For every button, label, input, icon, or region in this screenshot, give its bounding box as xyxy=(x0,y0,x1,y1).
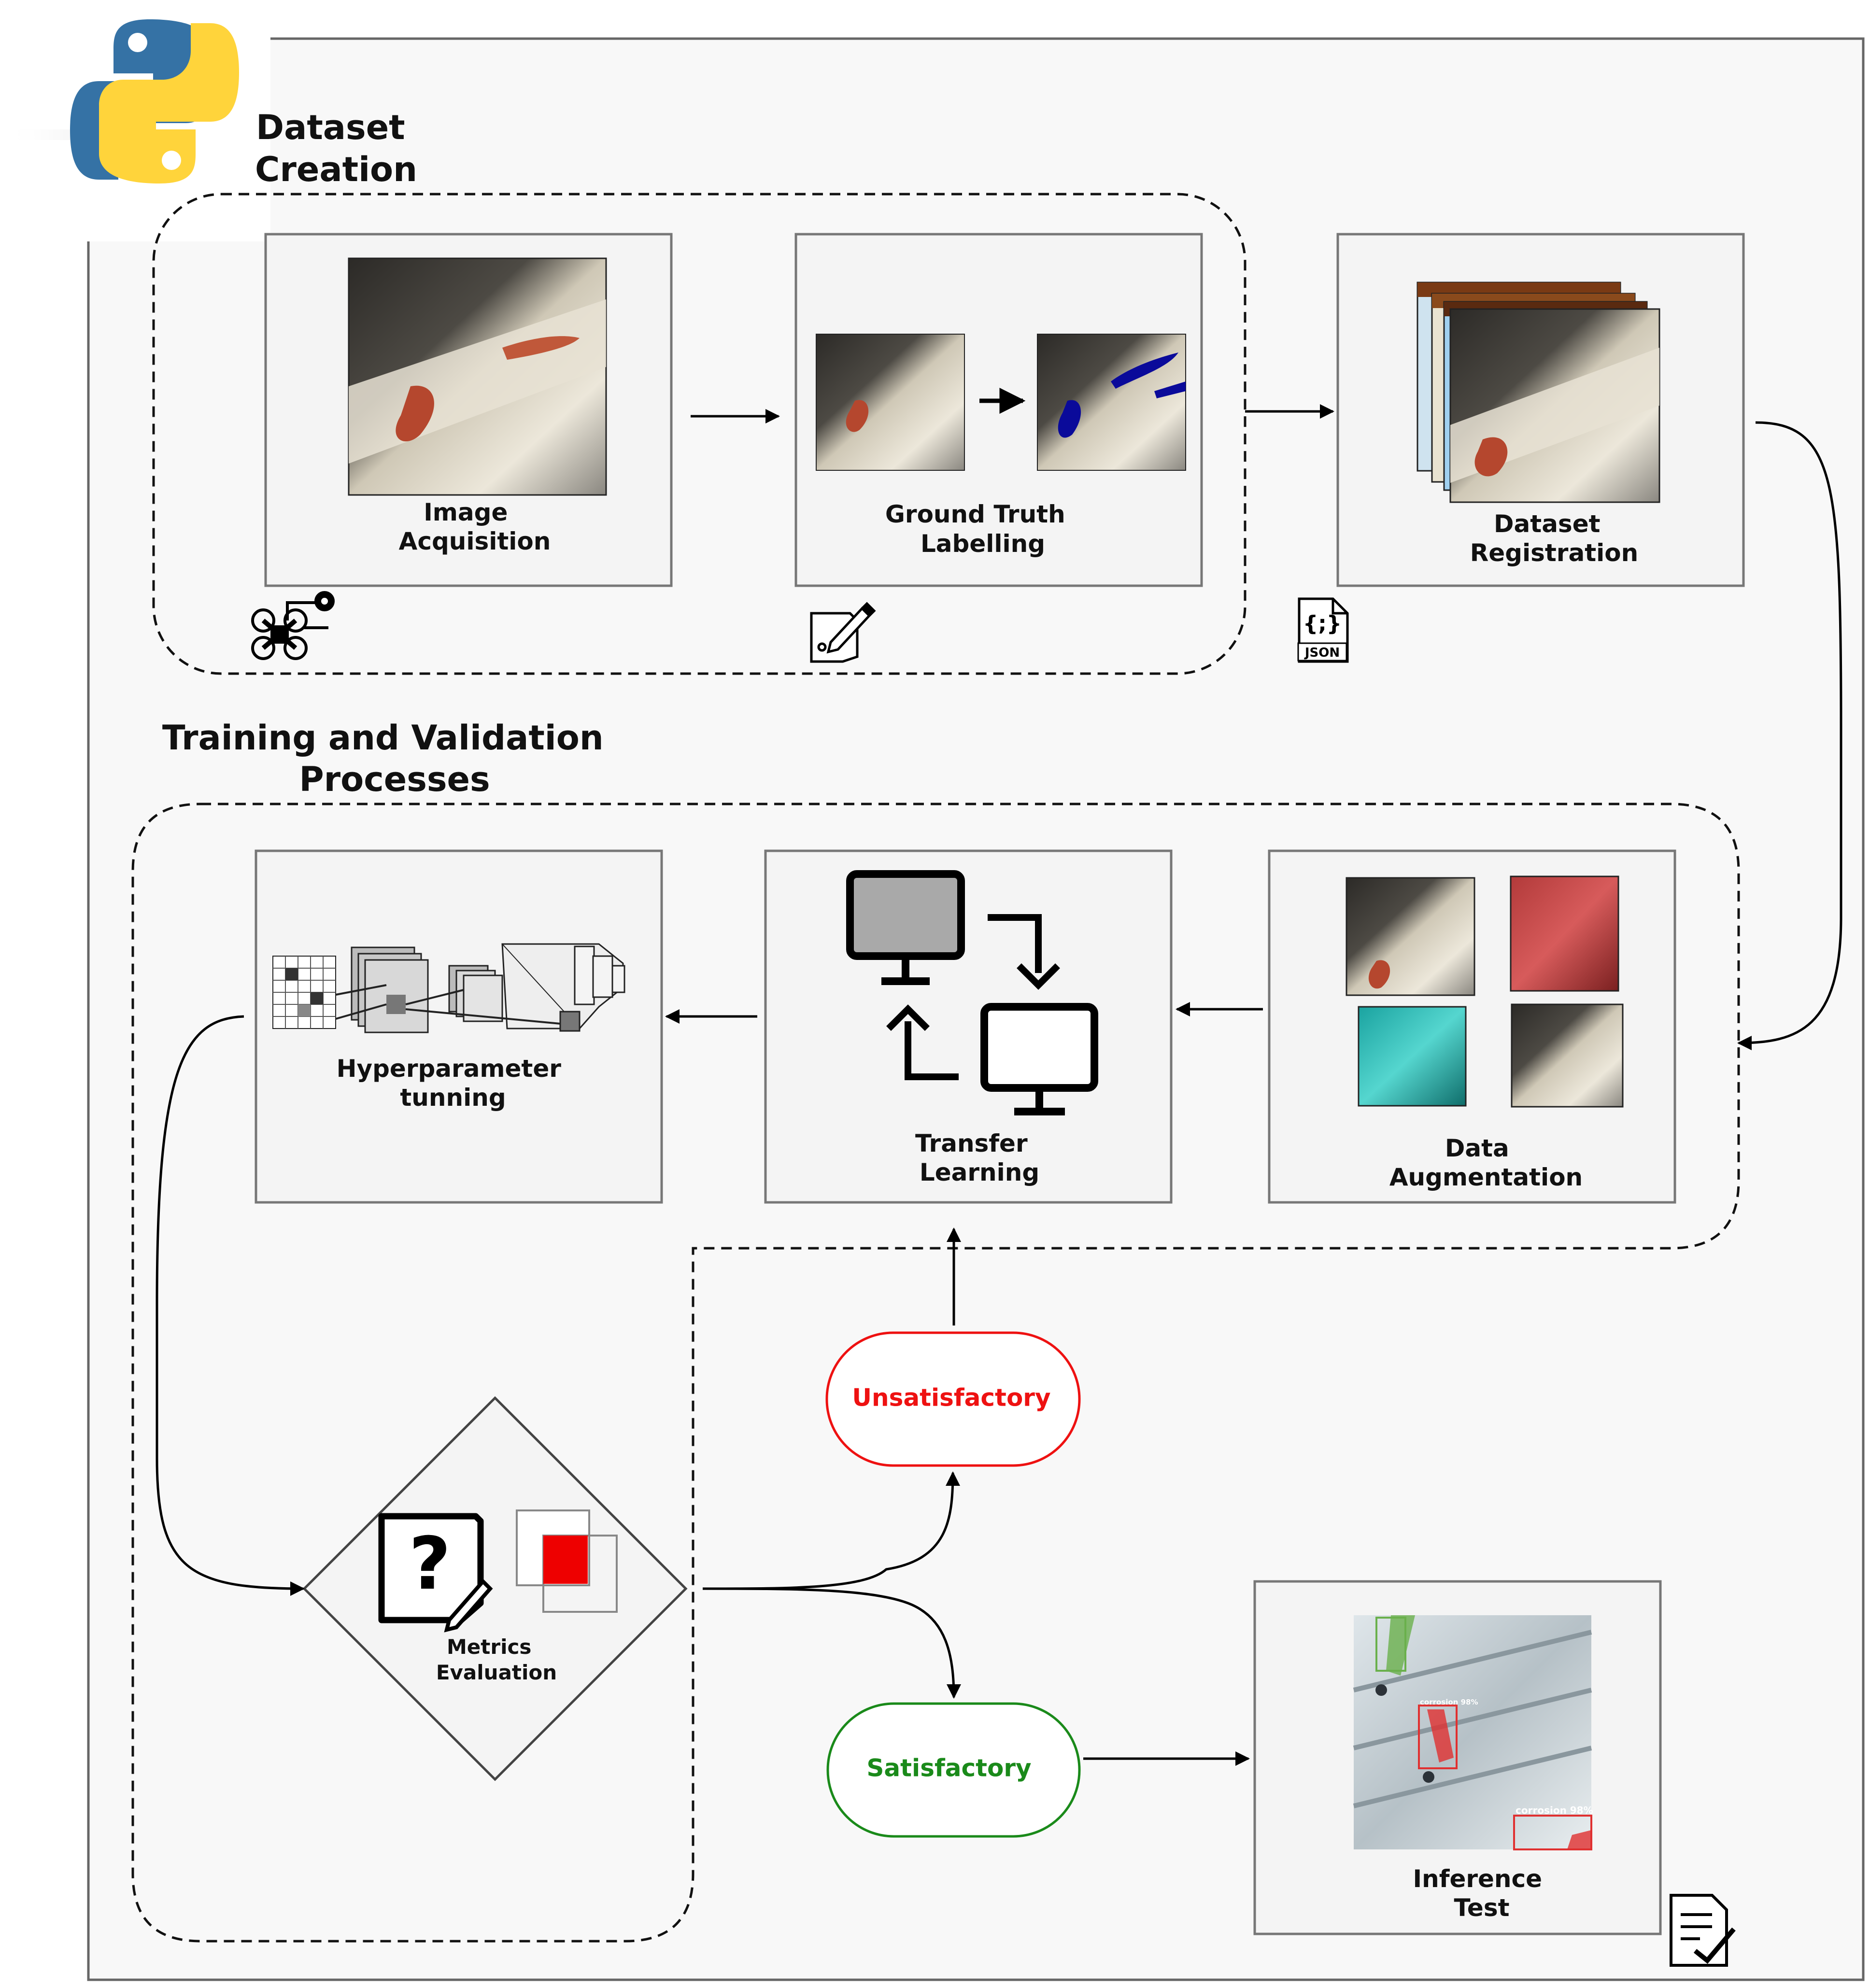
svg-text:?: ? xyxy=(409,1522,451,1606)
augmented-red xyxy=(1510,875,1619,992)
data-augmentation-panel: Data Augmentation xyxy=(1268,849,1676,1204)
svg-text:Dataset Registration: Dataset Registration xyxy=(1470,510,1638,567)
hyperparameter-panel: Hyperparameter tunning xyxy=(255,849,663,1204)
monitor-icon xyxy=(980,1003,1098,1115)
svg-text:{;}: {;} xyxy=(1303,611,1342,636)
connectors xyxy=(156,404,1842,1766)
transfer-arrow-down xyxy=(988,914,1042,973)
monitor-icon xyxy=(846,870,965,985)
drone-icon xyxy=(251,591,335,660)
dataset-creation-group xyxy=(152,193,1247,675)
unsatisfactory-node: Unsatisfactory xyxy=(825,1331,1081,1467)
dataset-creation-title: Dataset Creation xyxy=(255,108,417,189)
gt-source-image xyxy=(816,334,965,471)
inference-detection-label: corrosion 98% xyxy=(1516,1805,1593,1816)
augmented-teal xyxy=(1358,1006,1467,1107)
svg-text:Hyperparameter tunning: Hyperparameter tunning xyxy=(337,1055,570,1112)
transfer-arrow-up xyxy=(905,1021,959,1080)
image-acquisition-panel: Image Acquisition xyxy=(264,233,673,587)
svg-text:Satisfactory: Satisfactory xyxy=(866,1754,1031,1782)
gt-labelled-image xyxy=(1037,334,1186,471)
metrics-evaluation-node: ? Metrics Evaluation xyxy=(302,1396,688,1781)
svg-text:Data Augmentation: Data Augmentation xyxy=(1389,1134,1583,1191)
document-check-icon xyxy=(1670,1894,1736,1967)
satisfactory-node: Satisfactory xyxy=(826,1702,1081,1838)
edit-pencil-icon xyxy=(810,602,876,663)
svg-text:Unsatisfactory: Unsatisfactory xyxy=(852,1384,1050,1412)
svg-text:JSON: JSON xyxy=(1304,646,1340,660)
json-file-icon: {;} JSON xyxy=(1297,597,1349,663)
transfer-learning-panel: Transfer Learning xyxy=(764,849,1173,1204)
augmented-original xyxy=(1346,877,1475,996)
dataset-registration-panel: Dataset Registration xyxy=(1336,233,1745,587)
augmented-flipped xyxy=(1511,1003,1624,1108)
training-validation-group xyxy=(131,803,1740,1943)
ground-truth-panel: Ground Truth Labelling xyxy=(794,233,1203,587)
svg-text:Inference Test: Inference Test xyxy=(1413,1865,1551,1922)
training-validation-title: Training and Validation Processes xyxy=(162,718,615,799)
inference-test-panel: corrosion 98% corrosion 98% Inference Te… xyxy=(1253,1580,1662,1935)
inference-detection-label: corrosion 98% xyxy=(1420,1698,1478,1706)
svg-text:Metrics Evaluation: Metrics Evaluation xyxy=(436,1635,557,1684)
svg-text:Image Acquisition: Image Acquisition xyxy=(399,498,551,555)
question-document-icon: ? xyxy=(378,1513,493,1633)
svg-text:Transfer Learning: Transfer Learning xyxy=(915,1129,1039,1186)
python-logo-icon xyxy=(70,19,239,183)
svg-text:Ground Truth Labelling: Ground Truth Labelling xyxy=(885,500,1074,558)
iou-overlap-icon xyxy=(516,1509,618,1613)
cnn-icon xyxy=(272,943,625,1033)
